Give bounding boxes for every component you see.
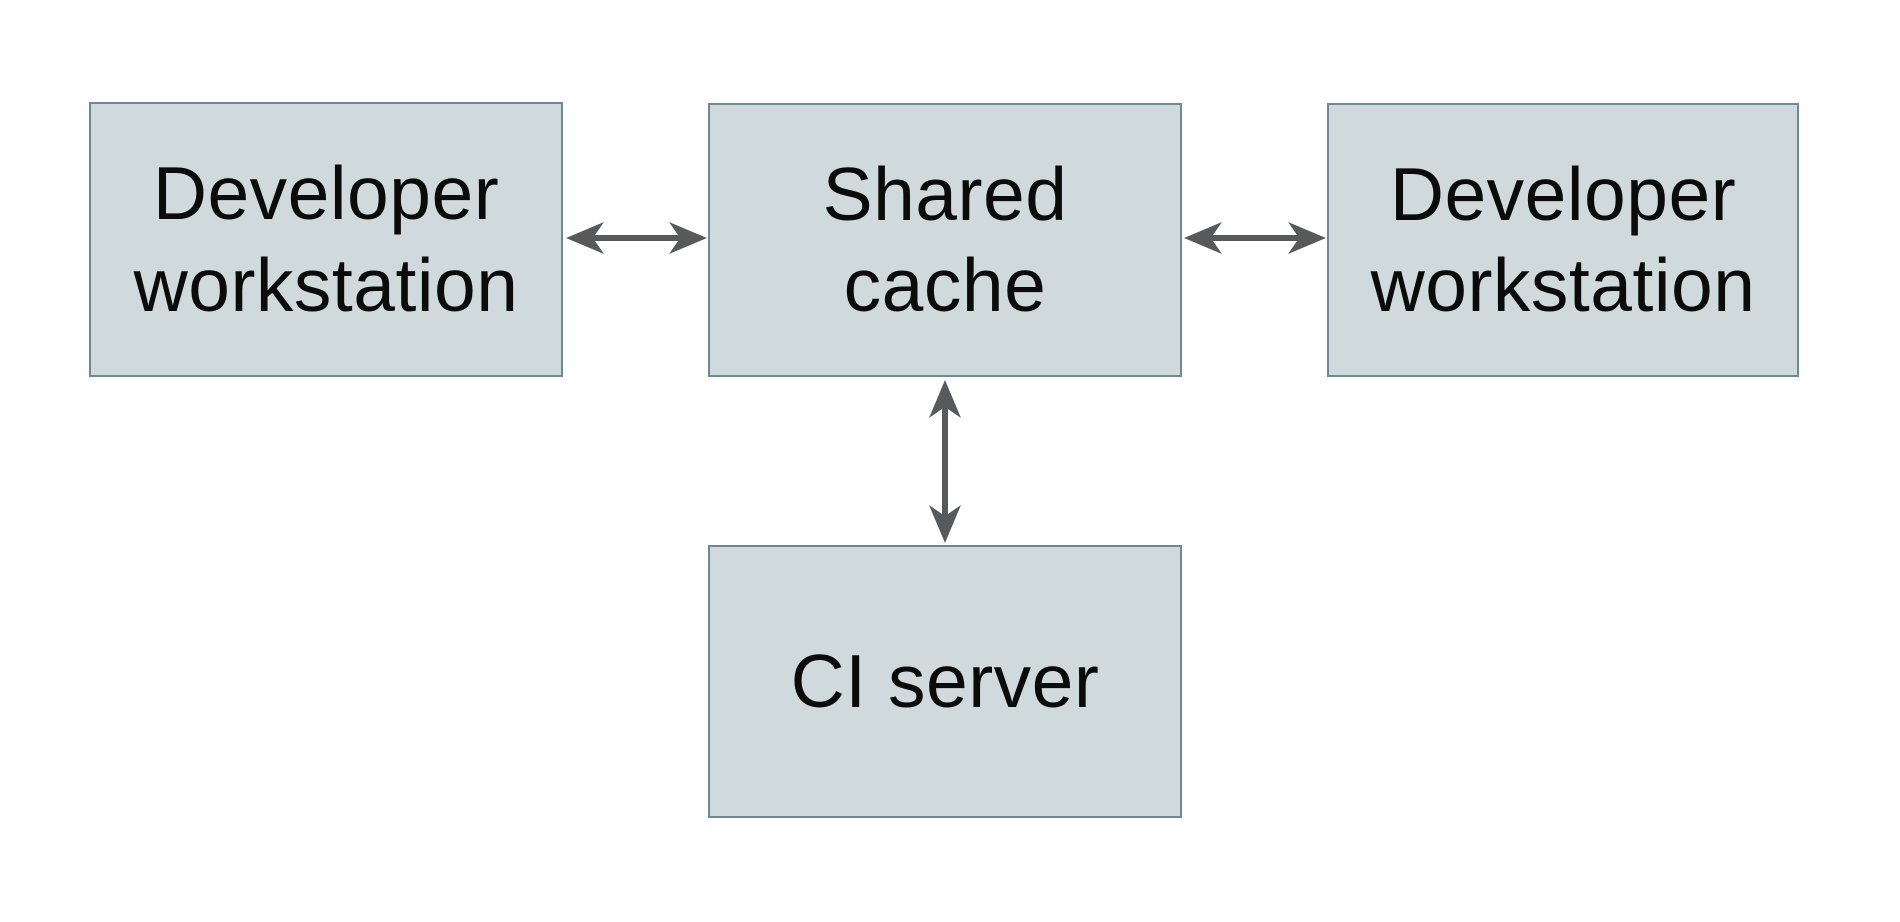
arrow-cache-devright-bidirectional — [1184, 222, 1326, 254]
node-developer-workstation-left: Developer workstation — [89, 102, 563, 377]
arrow-cache-ciserver-bidirectional — [929, 380, 961, 543]
arrow-devleft-cache-bidirectional — [566, 222, 707, 254]
node-developer-workstation-right: Developer workstation — [1327, 103, 1799, 377]
node-shared-cache: Shared cache — [708, 103, 1182, 377]
node-shared-cache-label: Shared cache — [822, 151, 1068, 328]
node-developer-workstation-right-label: Developer workstation — [1370, 151, 1756, 328]
node-ci-server-label: CI server — [790, 638, 1100, 723]
node-developer-workstation-left-label: Developer workstation — [133, 151, 519, 327]
node-ci-server: CI server — [708, 545, 1182, 818]
